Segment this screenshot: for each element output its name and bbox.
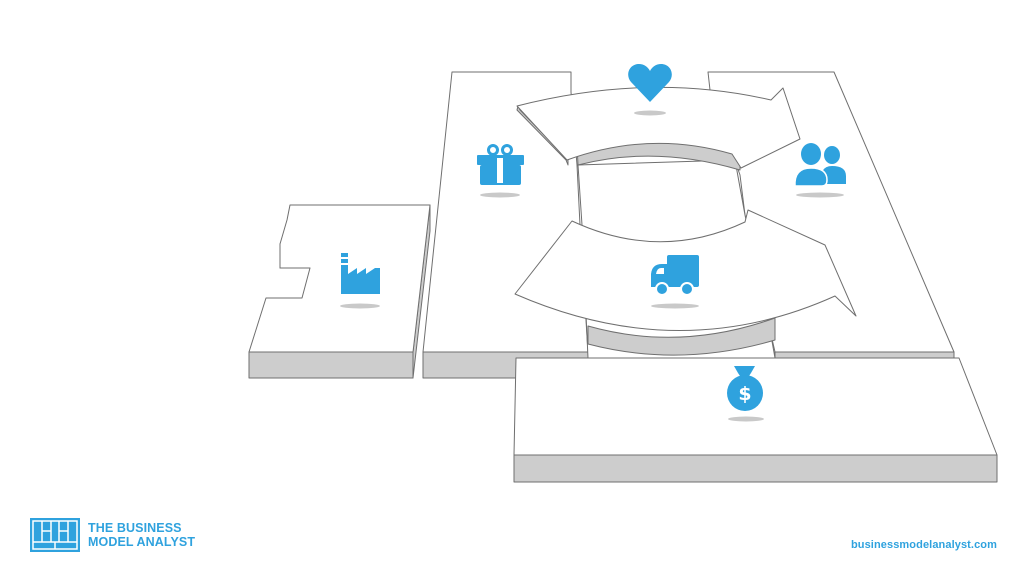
users-icon	[794, 143, 846, 198]
gift-icon	[477, 144, 524, 198]
arrow-customer-relationships	[516, 86, 801, 171]
brand-line-1: THE BUSINESS	[88, 521, 182, 535]
money-bag-icon: $	[727, 366, 764, 422]
brand-logo-icon	[30, 518, 80, 552]
heart-icon	[628, 64, 672, 116]
truck-icon	[651, 255, 699, 309]
brand: THE BUSINESS MODEL ANALYST	[30, 518, 195, 552]
block-key-activities	[248, 204, 431, 379]
brand-name: THE BUSINESS MODEL ANALYST	[88, 521, 195, 549]
brand-line-2: MODEL ANALYST	[88, 535, 196, 549]
svg-text:$: $	[738, 383, 751, 405]
website-url[interactable]: businessmodelanalyst.com	[850, 539, 997, 551]
factory-icon	[340, 253, 380, 309]
